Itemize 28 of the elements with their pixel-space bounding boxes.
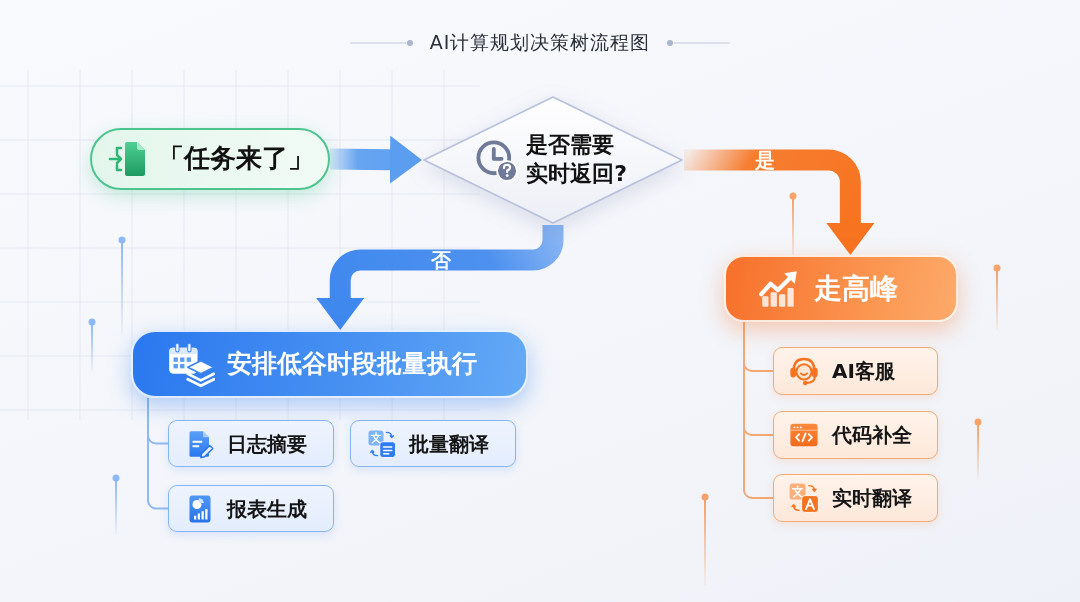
task-card: [350, 420, 516, 467]
flow-arrow: [316, 225, 564, 330]
edge-label: 是: [753, 149, 776, 171]
flow-arrow: [684, 149, 875, 255]
task-card: [168, 420, 334, 467]
node-label: 批量翻译: [409, 431, 489, 456]
node-label: 安排低谷时段批量执行: [227, 349, 477, 379]
node-label: 代码补全: [832, 423, 912, 447]
node-label: 「任务来了」: [158, 143, 314, 175]
task-card: [773, 411, 938, 459]
node-label: 报表生成: [227, 496, 307, 521]
node-label: 是否需要实时返回?: [526, 131, 628, 188]
connector-line: [147, 397, 169, 510]
node-label: 实时翻译: [832, 486, 912, 510]
diagram-title: AI计算规划决策树流程图: [429, 30, 651, 55]
terminal-pill: [90, 128, 330, 190]
process-box: [131, 330, 528, 398]
process-box: [724, 255, 958, 322]
connector-line: [743, 321, 774, 499]
task-card: [168, 485, 334, 532]
edge-label: 否: [430, 249, 453, 271]
flow-arrow: [329, 135, 423, 184]
task-card: [773, 347, 938, 395]
node-label: 走高峰: [814, 271, 898, 306]
node-label: AI客服: [832, 359, 895, 383]
decision-diamond: [422, 95, 684, 225]
task-card: [773, 474, 938, 522]
node-label: 日志摘要: [227, 431, 307, 456]
